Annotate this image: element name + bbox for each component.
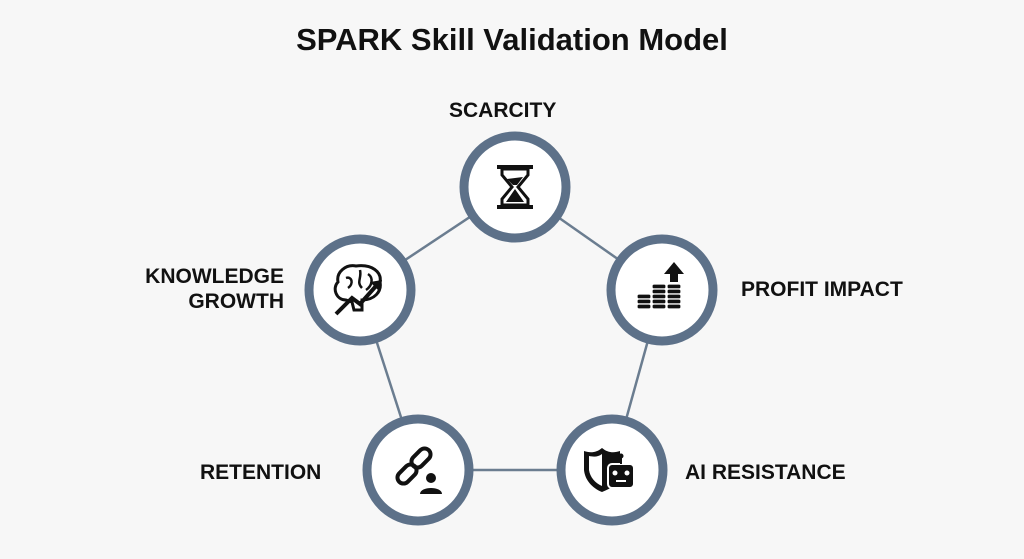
diagram-title: SPARK Skill Validation Model [296,22,728,57]
node-scarcity-circle[interactable] [459,131,571,243]
label-retention: RETENTION [200,461,322,484]
label-knowledge-growth: KNOWLEDGE GROWTH [145,264,284,314]
label-profit-impact: PROFIT IMPACT [741,278,903,301]
shield-robot-icon [584,448,635,492]
coins-arrow-up-icon [636,262,684,310]
hourglass-icon [497,165,533,209]
label-ai-resistance: AI RESISTANCE [685,461,846,484]
label-scarcity: SCARCITY [449,99,557,122]
brain-growth-icon [333,264,382,316]
label-knowledge-line2: GROWTH [188,290,284,313]
label-knowledge-line1: KNOWLEDGE [145,265,284,288]
link-person-icon [395,446,442,494]
